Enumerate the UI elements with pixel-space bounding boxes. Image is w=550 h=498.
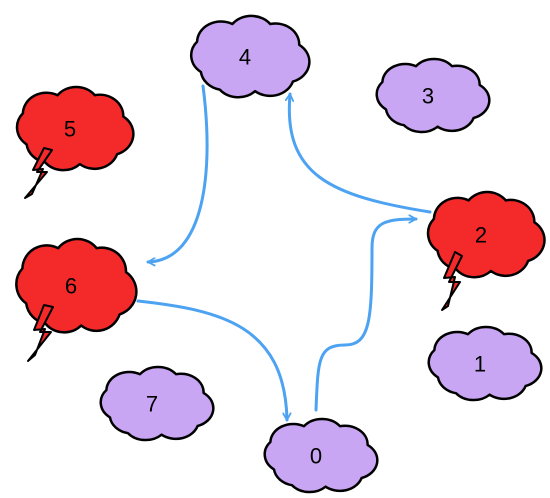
cloud-node-4: 4 [189, 14, 311, 99]
edge-6-to-0 [136, 299, 287, 422]
edge-2-to-4 [289, 92, 432, 214]
cloud-node-7: 7 [99, 365, 215, 442]
cloud-node-1: 1 [427, 325, 543, 402]
cloud-node-3: 3 [375, 57, 491, 134]
cloud-icon [99, 365, 215, 442]
cloud-node-2: 2 [426, 190, 546, 311]
nodes-layer: 0 1 2 3 4 5 6 7 [15, 14, 546, 494]
cloud-node-5: 5 [15, 85, 135, 199]
lightning-bolt-icon [27, 304, 54, 362]
edges-layer [136, 84, 432, 422]
node-label: 3 [422, 84, 434, 109]
cloud-icon [427, 325, 543, 402]
cloud-node-6: 6 [15, 237, 138, 362]
node-label: 4 [239, 45, 251, 70]
node-label: 0 [310, 444, 322, 469]
node-label: 1 [474, 352, 486, 377]
lightning-bolt-icon [441, 251, 463, 311]
cloud-icon [263, 417, 379, 494]
node-label: 5 [64, 117, 76, 142]
cloud-icon [189, 14, 311, 99]
node-label: 6 [65, 274, 77, 299]
cloud-icon [375, 57, 491, 134]
node-label: 2 [475, 223, 487, 248]
edge-0-to-2 [314, 219, 418, 412]
edge-4-to-6 [146, 84, 209, 262]
lightning-bolt-icon [24, 147, 53, 199]
cloud-node-0: 0 [263, 417, 379, 494]
node-label: 7 [146, 392, 158, 417]
